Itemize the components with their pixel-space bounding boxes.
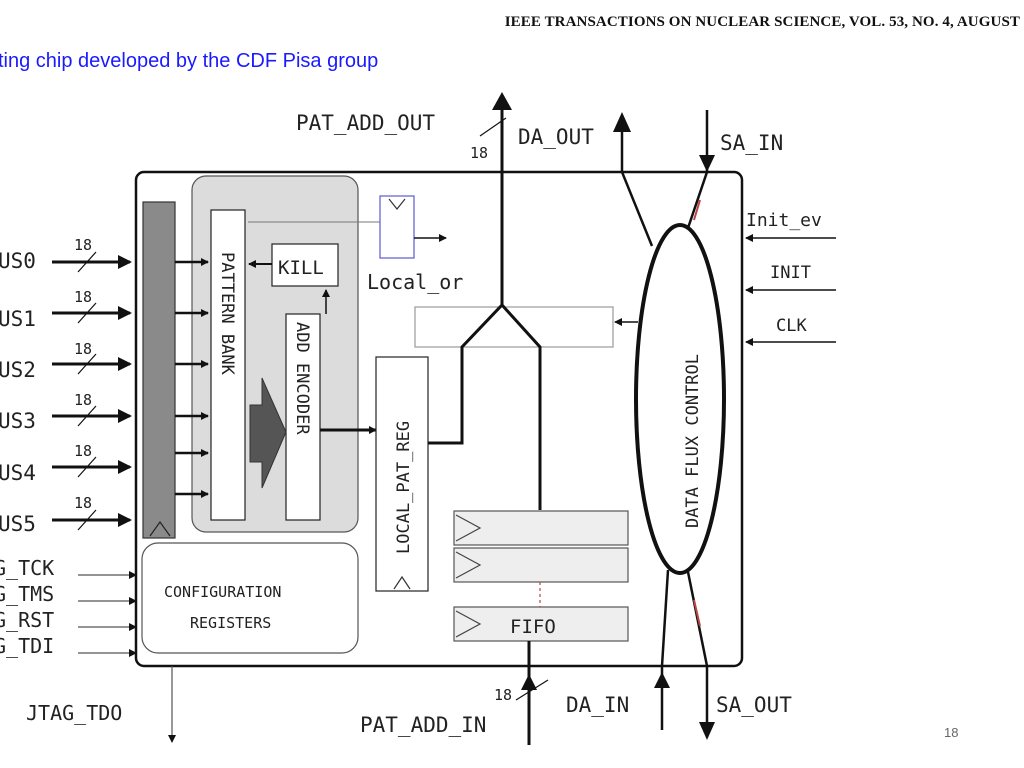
fifo-stack: FIFO (453, 510, 629, 642)
bus-input-2: 18 US2 (0, 340, 132, 382)
config-registers-label-1: CONFIGURATION (164, 583, 281, 601)
pattern-out-path (428, 100, 542, 510)
journal-header: IEEE TRANSACTIONS ON NUCLEAR SCIENCE, VO… (504, 14, 1020, 30)
input-bus-bar (142, 201, 176, 539)
fifo-block (453, 606, 629, 642)
config-registers-label-2: REGISTERS (190, 614, 271, 632)
bus-width-label: 18 (74, 442, 92, 460)
jtag-input-label: G_TDI (0, 634, 54, 658)
bus-input-5: 18 US5 (0, 494, 132, 536)
bus-width-label: 18 (74, 236, 92, 254)
pattern-bank-block (210, 209, 246, 521)
fifo-label: FIFO (510, 616, 556, 638)
bus-label: US2 (0, 358, 36, 382)
bus-width-label: 18 (74, 288, 92, 306)
init-label: INIT (770, 263, 811, 283)
pat-add-in-label: PAT_ADD_IN (360, 713, 486, 737)
pattern-bank-label: PATTERN BANK (217, 252, 237, 376)
jtag-input-label: G_RST (0, 608, 54, 632)
bus-width-label: 18 (494, 686, 512, 704)
jtag-tdo-label: JTAG_TDO (26, 701, 122, 725)
bus-label: US4 (0, 461, 36, 485)
bus-label: US1 (0, 307, 36, 331)
add-encoder-block (285, 313, 321, 521)
config-registers-block (141, 542, 359, 654)
slide-subtitle: ting chip developed by the CDF Pisa grou… (0, 50, 379, 72)
jtag-inputs: G_TCK G_TMS G_RST G_TDI (0, 556, 137, 658)
bus-label: US5 (0, 512, 36, 536)
bus-width-label: 18 (470, 144, 488, 162)
bus-width-label: 18 (74, 494, 92, 512)
da-out-label: DA_OUT (518, 125, 594, 149)
bus-to-bank-arrows (175, 258, 209, 498)
jtag-input-label: G_TMS (0, 582, 54, 606)
pat-add-out-label: PAT_ADD_OUT (296, 111, 435, 135)
bus-width-label: 18 (74, 340, 92, 358)
kill-label: KILL (278, 257, 324, 279)
clk-label: CLK (776, 316, 807, 336)
bus-input-3: 18 US3 (0, 391, 132, 433)
bus-inputs: 18 US0 18 US1 18 US2 18 US3 18 US4 (0, 236, 132, 536)
local-pat-reg-block (375, 356, 429, 592)
sa-in-label: SA_IN (720, 131, 783, 155)
mux-block (414, 306, 614, 348)
bus-label: US0 (0, 249, 36, 273)
local-pat-reg-label: LOCAL_PAT_REG (394, 421, 414, 554)
bus-input-0: 18 US0 (0, 236, 132, 273)
bus-label: US3 (0, 409, 36, 433)
data-flux-control-label: DATA FLUX CONTROL (683, 354, 703, 528)
bank-to-encoder-arrow (249, 377, 287, 489)
add-encoder-label: ADD ENCODER (292, 322, 312, 435)
sa-out-label: SA_OUT (716, 693, 792, 717)
bus-width-label: 18 (74, 391, 92, 409)
bus-input-4: 18 US4 (0, 442, 132, 485)
bus-input-1: 18 US1 (0, 288, 132, 331)
local-or-label: Local_or (367, 270, 463, 294)
local-or-register (379, 195, 415, 259)
data-flux-control (634, 223, 726, 575)
jtag-input-label: G_TCK (0, 556, 54, 580)
init-ev-label: Init_ev (746, 210, 822, 231)
da-in-label: DA_IN (566, 693, 629, 717)
page-number: 18 (944, 725, 959, 740)
